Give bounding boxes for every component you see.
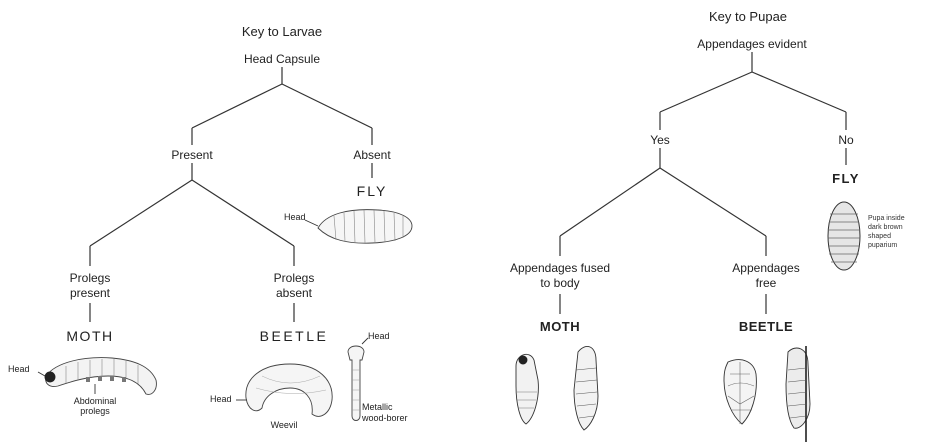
pupae-node-free-line2: free	[756, 276, 777, 290]
pupae-result-moth: MOTH	[540, 320, 580, 334]
pupae-branch-right	[752, 72, 846, 112]
larvae-node-prolegs-present-line1: Prolegs	[70, 271, 111, 285]
larvae-weevil-head-label: Head	[210, 394, 232, 405]
larvae-branch-right	[282, 84, 372, 128]
larvae-branch-beetle	[192, 180, 294, 246]
pupae-node-fused-line1: Appendages fused	[510, 261, 610, 275]
fly-puparium-illustration	[828, 202, 860, 270]
larvae-node-present: Present	[171, 148, 212, 162]
beetle-pupa-illustration-2	[786, 346, 810, 442]
fly-larva-illustration	[305, 210, 412, 244]
pupae-branch-free	[660, 168, 766, 236]
pupae-result-beetle: BEETLE	[739, 320, 793, 334]
larvae-borer-label-line2: wood-borer	[362, 413, 408, 424]
pupae-node-fused-line2: to body	[540, 276, 579, 290]
pupae-node-yes: Yes	[650, 133, 670, 147]
larvae-result-moth: MOTH	[66, 329, 113, 343]
pupae-fly-note-line4: puparium	[868, 241, 897, 250]
moth-pupa-illustration-1	[516, 354, 538, 424]
pupae-fly-note-line3: shaped	[868, 232, 891, 241]
larvae-key-title: Key to Larvae	[242, 25, 322, 39]
pupae-key-title: Key to Pupae	[709, 10, 787, 24]
pupae-branch-fused	[560, 168, 660, 236]
larvae-borer-label-line1: Metallic	[362, 402, 393, 413]
larvae-result-fly: FLY	[357, 184, 388, 198]
beetle-pupa-illustration-1	[724, 360, 756, 424]
larvae-moth-head-label: Head	[8, 364, 30, 375]
pupae-branch-left	[660, 72, 752, 112]
larvae-branch-left	[192, 84, 282, 128]
larvae-result-beetle: BEETLE	[260, 329, 329, 343]
larvae-abdominal-label-line2: prolegs	[80, 406, 110, 417]
moth-pupa-illustration-2	[574, 346, 598, 430]
pupae-node-free-line1: Appendages	[732, 261, 799, 275]
larvae-branch-moth	[90, 180, 192, 246]
larvae-borer-head-label: Head	[368, 331, 390, 342]
pupae-root-node: Appendages evident	[697, 37, 806, 51]
larvae-weevil-label: Weevil	[271, 420, 298, 431]
larvae-node-prolegs-absent-line1: Prolegs	[274, 271, 315, 285]
pupae-fly-note-line2: dark brown	[868, 223, 903, 232]
moth-larva-illustration	[38, 358, 156, 395]
larvae-node-prolegs-present-line2: present	[70, 286, 110, 300]
pupae-result-fly: FLY	[832, 172, 860, 186]
larvae-fly-head-label: Head	[284, 212, 306, 223]
larvae-root-node: Head Capsule	[244, 52, 320, 66]
weevil-larva-illustration	[236, 364, 332, 416]
larvae-node-absent: Absent	[353, 148, 390, 162]
pupae-node-no: No	[838, 133, 853, 147]
pupae-fly-note-line1: Pupa inside	[868, 214, 905, 223]
larvae-node-prolegs-absent-line2: absent	[276, 286, 312, 300]
